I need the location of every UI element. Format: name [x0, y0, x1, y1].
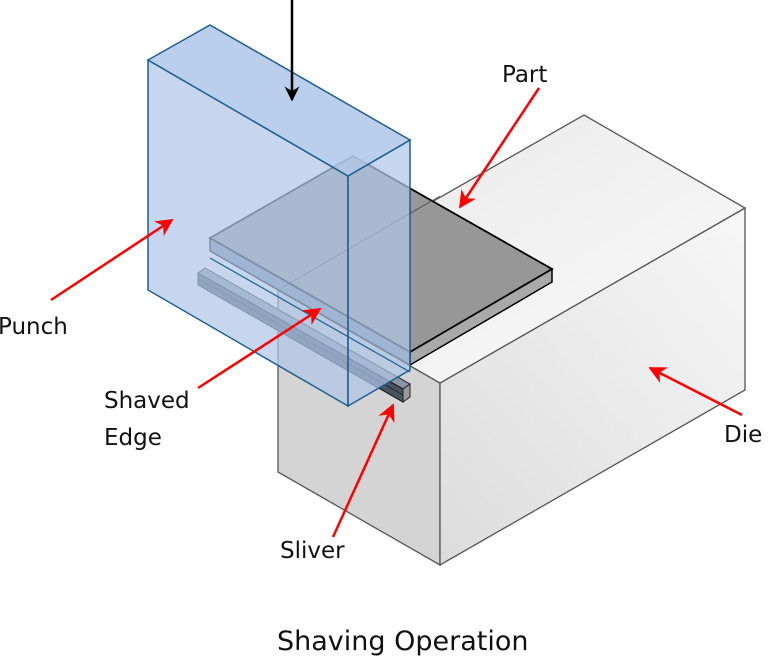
part-arrow — [458, 87, 541, 209]
sliver-label: Sliver — [280, 538, 345, 564]
punch-label: Punch — [0, 314, 68, 340]
shaved-edge-label-line2: Edge — [104, 425, 162, 451]
sliver-arrow — [331, 403, 395, 538]
die-label: Die — [724, 422, 762, 448]
die-arrow — [648, 366, 743, 417]
label-arrows — [50, 87, 743, 538]
part-label: Part — [502, 62, 547, 88]
punch-arrow — [50, 218, 174, 302]
punch — [146, 24, 412, 408]
shaved-edge-label-line1: Shaved — [104, 388, 190, 414]
punch-top-face — [146, 24, 412, 177]
shaved-edge-arrow — [197, 307, 322, 390]
diagram-title: Shaving Operation — [277, 626, 528, 657]
sliver-end — [402, 383, 411, 403]
